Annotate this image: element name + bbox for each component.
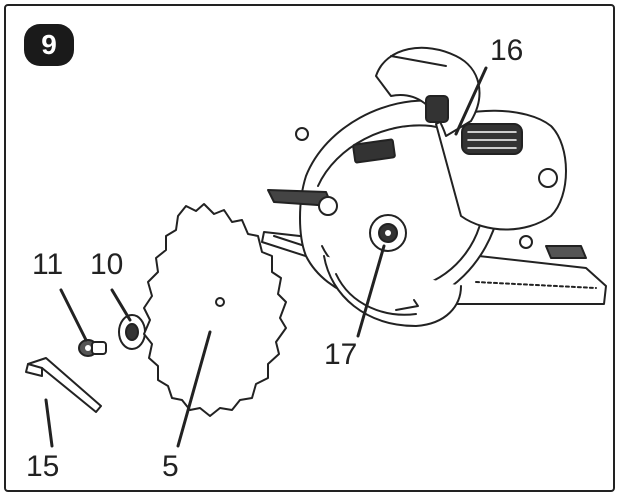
- saw-blade-icon: [143, 203, 287, 417]
- hex-key-icon: [25, 357, 102, 413]
- diagram-illustration: [25, 46, 607, 448]
- callout-11: 11: [32, 248, 64, 281]
- callout-10: 10: [90, 248, 124, 281]
- callout-16: 16: [490, 34, 524, 67]
- figure-number-badge: 9: [24, 24, 74, 66]
- leader-lines: [44, 66, 488, 448]
- figure-frame: 9 16 11 10 17 15 5: [4, 4, 615, 492]
- callout-17: 17: [324, 338, 358, 371]
- circular-saw-icon: [261, 46, 607, 327]
- outer-flange-icon: [118, 314, 146, 350]
- bolt-icon: [78, 339, 107, 357]
- callout-5: 5: [162, 450, 179, 483]
- callout-15: 15: [26, 450, 60, 483]
